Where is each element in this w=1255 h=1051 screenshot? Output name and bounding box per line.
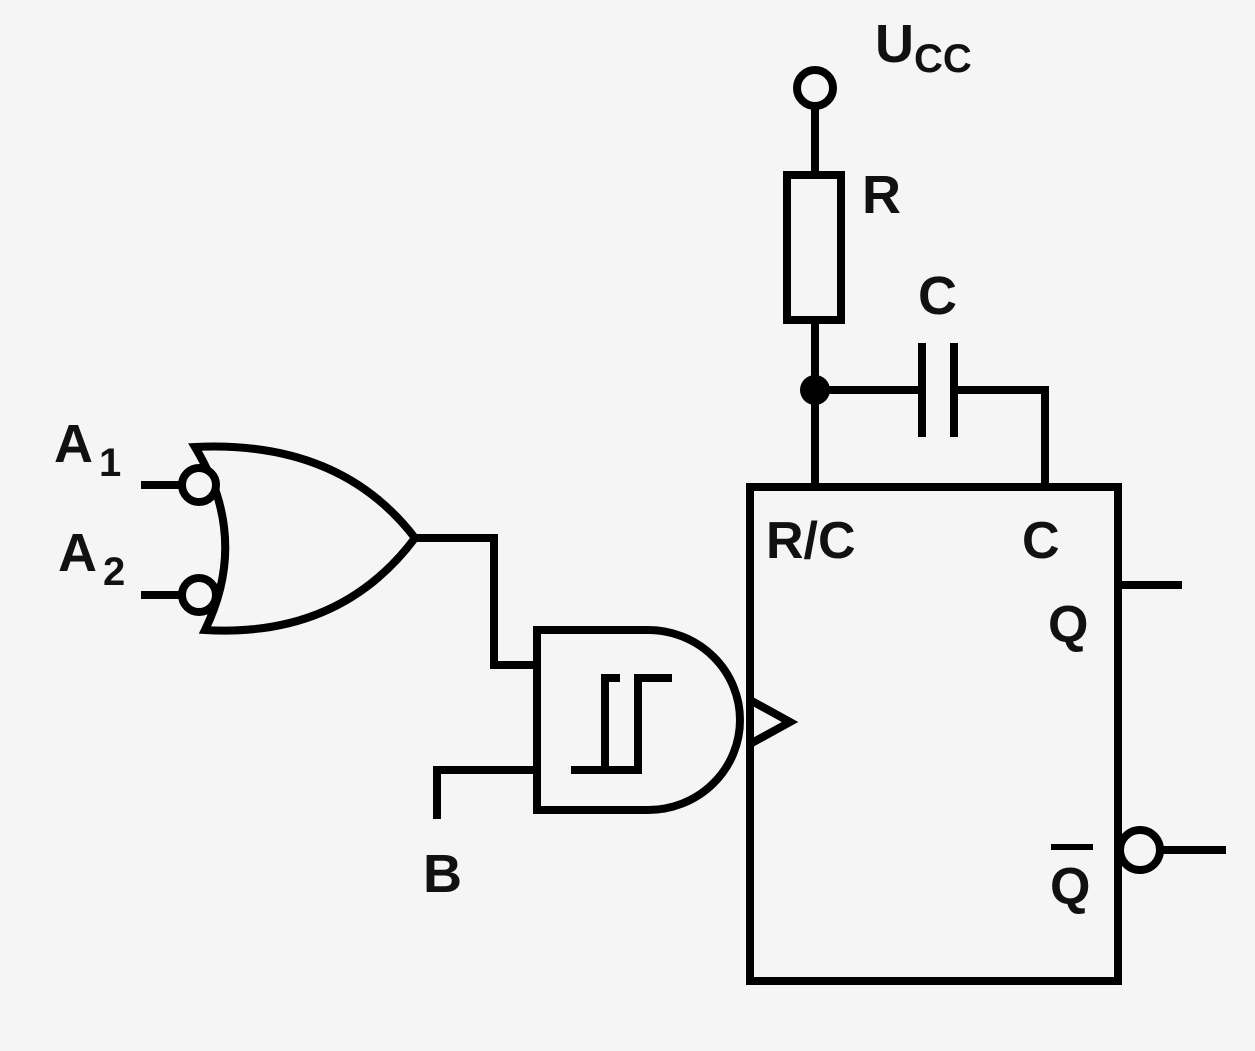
output-q-label: Q: [1048, 596, 1088, 654]
input-b-label: B: [423, 844, 462, 904]
wire-capacitor-to-c-pin: [952, 386, 1049, 489]
capacitor-c: [918, 343, 958, 437]
or-gate: [188, 442, 421, 635]
inverting-bubble-qbar: [1116, 826, 1164, 874]
wire-or-to-and: [411, 534, 541, 669]
input-a2-subscript: 2: [103, 550, 125, 594]
resistor-label: R: [862, 165, 901, 225]
resistor-r: [783, 171, 845, 324]
pin-c-label: C: [1022, 512, 1060, 570]
schmitt-hysteresis-icon: [571, 674, 672, 774]
monoflop-block: [746, 483, 1122, 985]
inverting-bubble-a2: [178, 574, 220, 616]
schmitt-and-gate: [533, 626, 744, 814]
output-qbar-label: Q: [1050, 858, 1090, 916]
supply-label-subscript: CC: [914, 37, 972, 81]
supply-label: UCC: [875, 14, 972, 81]
inverting-bubble-a1: [178, 464, 220, 506]
clock-input-triangle: [748, 696, 799, 748]
wire-b-input: [433, 766, 541, 819]
supply-terminal: [793, 66, 837, 110]
capacitor-label: C: [918, 266, 957, 326]
pin-rc-label: R/C: [766, 512, 856, 570]
input-a1-subscript: 1: [99, 441, 121, 485]
